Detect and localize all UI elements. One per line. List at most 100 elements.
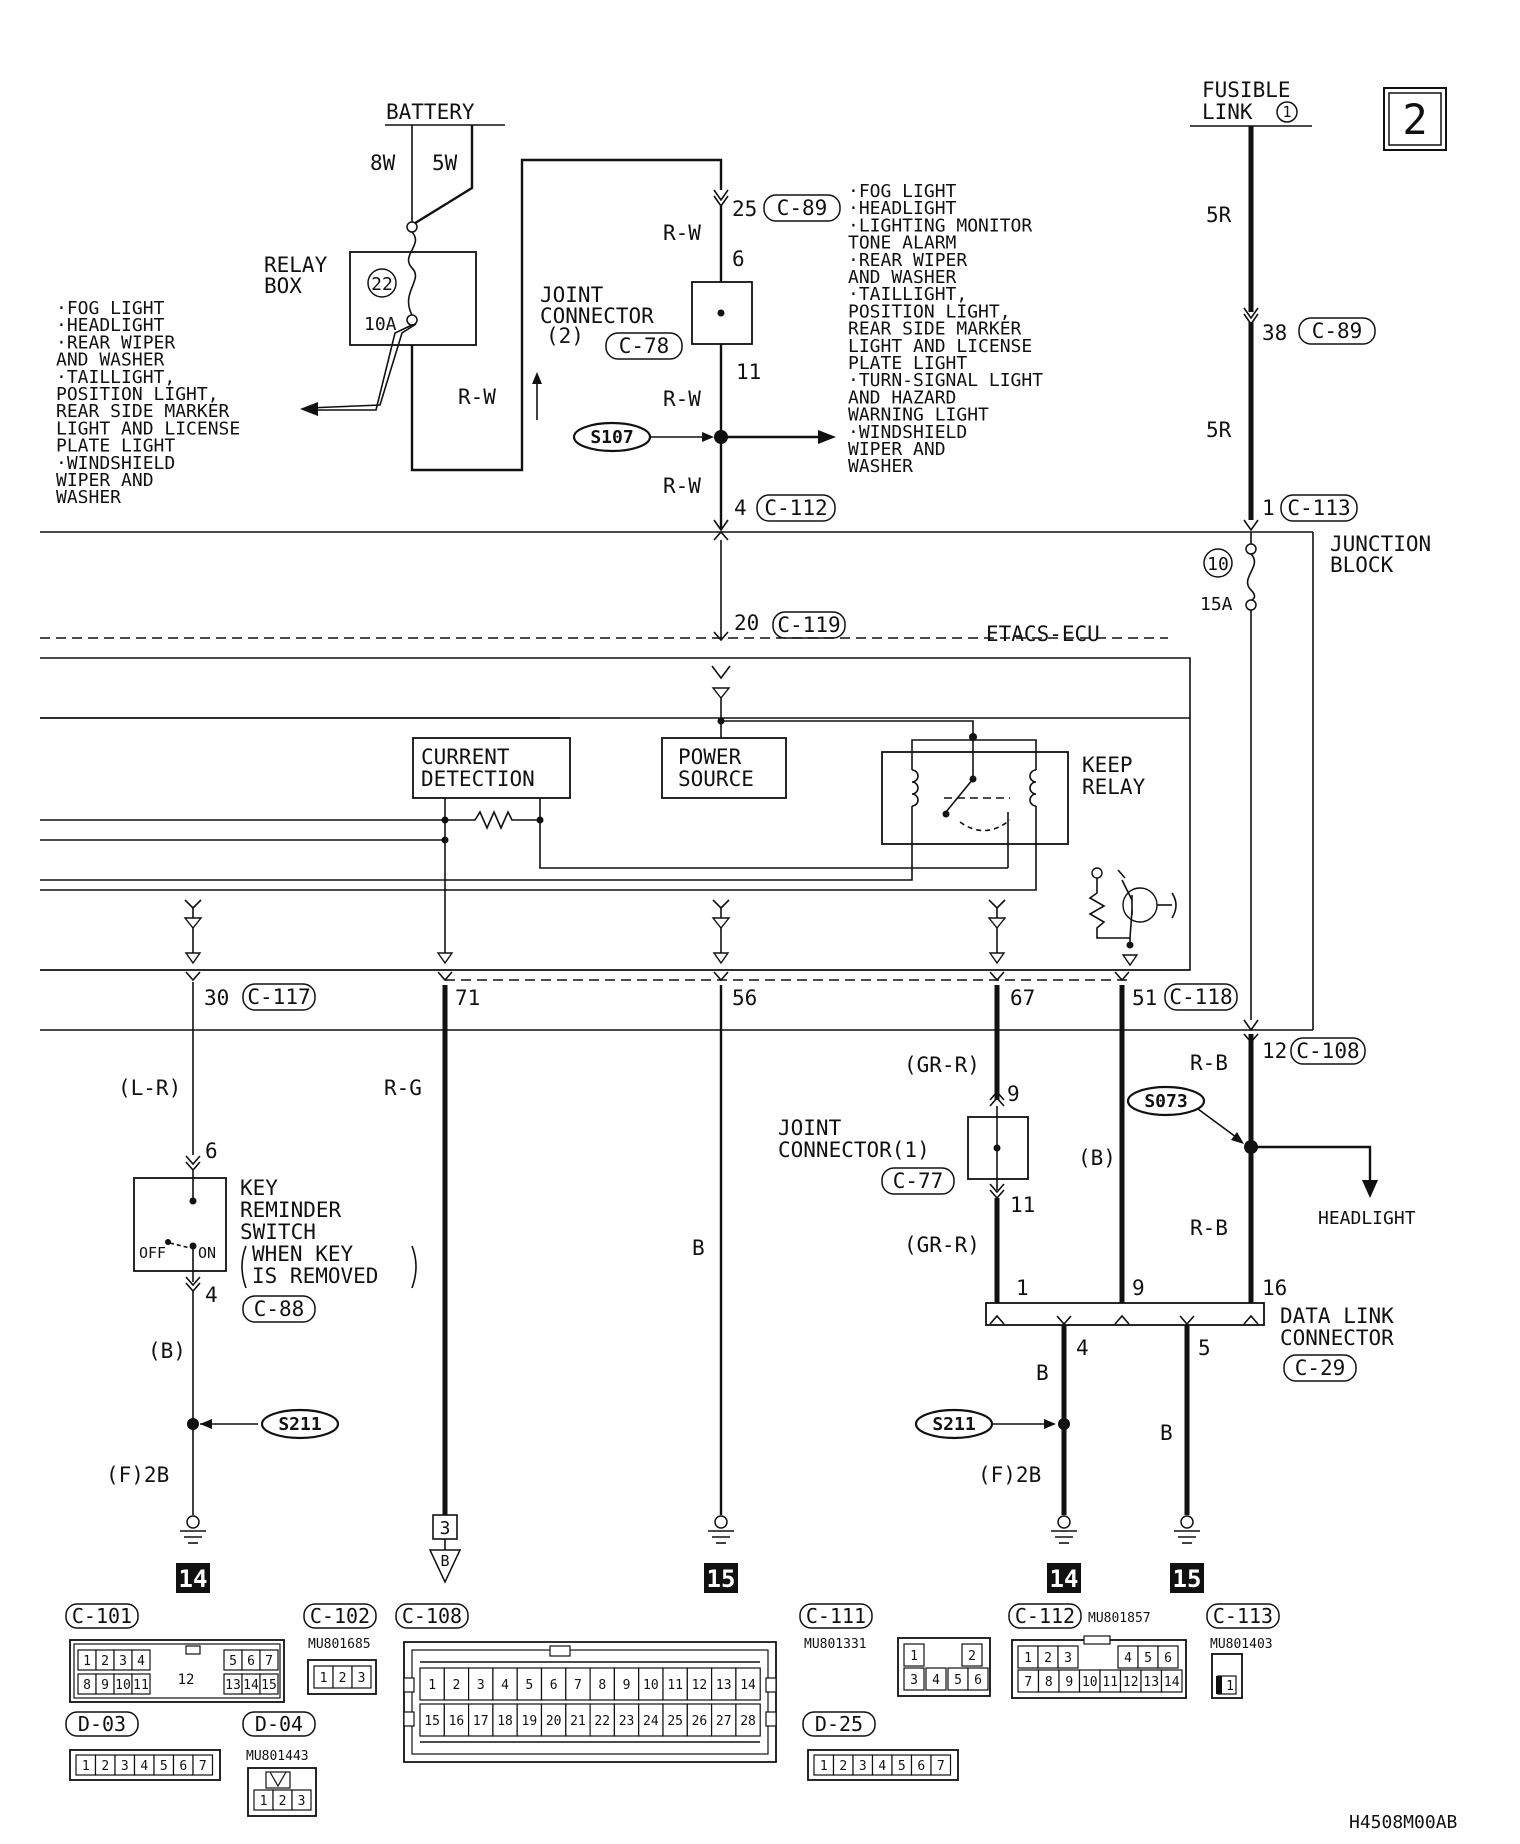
pin-number: 3 bbox=[477, 1678, 485, 1693]
pin-number: 5 bbox=[1144, 1651, 1152, 1666]
svg-text:S073: S073 bbox=[1144, 1091, 1187, 1112]
circuit-list-item: ·REAR WIPER bbox=[56, 332, 175, 353]
svg-text:C-119: C-119 bbox=[777, 613, 840, 637]
svg-text:DETECTION: DETECTION bbox=[421, 767, 535, 791]
svg-text:ON: ON bbox=[198, 1244, 216, 1262]
pin-number: 7 bbox=[199, 1759, 207, 1774]
pin-number: 4 bbox=[878, 1759, 886, 1774]
connector-label: C-102 bbox=[310, 1604, 370, 1628]
svg-text:5R: 5R bbox=[1206, 418, 1232, 442]
svg-text:CONNECTOR: CONNECTOR bbox=[1280, 1326, 1394, 1350]
battery: BATTERY 8W 5W bbox=[370, 100, 505, 227]
circuit-list-item: POSITION LIGHT, bbox=[848, 301, 1011, 322]
fusible-link: FUSIBLE LINK 1 5R 38 C-89 5R 1 C-113 bbox=[1190, 78, 1376, 532]
pin-number: 23 bbox=[619, 1714, 635, 1729]
pin-number: 13 bbox=[716, 1678, 732, 1693]
circuit-list-item: WASHER bbox=[848, 456, 913, 477]
pin-number: 12 bbox=[1123, 1675, 1139, 1690]
pin-number: 19 bbox=[522, 1714, 538, 1729]
svg-text:11: 11 bbox=[736, 360, 761, 384]
battery-feed-wire: R-W bbox=[410, 158, 723, 472]
connector-label: D-04 bbox=[255, 1712, 303, 1736]
relay-fuse-rating: 10A bbox=[364, 314, 397, 335]
right-circuit-list: ·FOG LIGHT·HEADLIGHT·LIGHTING MONITOR TO… bbox=[848, 181, 1043, 477]
svg-text:C-118: C-118 bbox=[1169, 985, 1232, 1009]
arrow-left-icon bbox=[300, 402, 318, 416]
wire-rw-3: R-W bbox=[663, 387, 701, 411]
circuit-list-item: ·WINDSHIELD bbox=[848, 422, 967, 443]
pin-number: 7 bbox=[265, 1654, 273, 1669]
junction-fuse-10: 10 15A bbox=[1200, 532, 1259, 1032]
svg-text:C-89: C-89 bbox=[1312, 319, 1363, 343]
pin-number: 22 bbox=[594, 1714, 610, 1729]
pin-number: 3 bbox=[910, 1673, 918, 1688]
connector-label: C-111 bbox=[806, 1604, 866, 1628]
pin-number: 6 bbox=[179, 1759, 187, 1774]
connector-c112-pin4: 4 C-112 bbox=[713, 494, 836, 532]
pin-number: 1 bbox=[910, 1649, 918, 1664]
connector-label: D-03 bbox=[78, 1712, 126, 1736]
svg-text:(GR-R): (GR-R) bbox=[904, 1053, 980, 1077]
pin-chevrons bbox=[185, 971, 1130, 982]
pin-number: 1 bbox=[83, 1654, 91, 1669]
svg-text:C-89: C-89 bbox=[777, 196, 828, 220]
circuit-list-item: ·REAR WIPER bbox=[848, 250, 967, 271]
part-number: MU801331 bbox=[804, 1637, 867, 1652]
svg-text:BLOCK: BLOCK bbox=[1330, 553, 1394, 577]
pin-number: 6 bbox=[974, 1673, 982, 1688]
pin-number: 24 bbox=[643, 1714, 659, 1729]
svg-text:25: 25 bbox=[732, 197, 757, 221]
pin-number: 5 bbox=[954, 1673, 962, 1688]
svg-text:38: 38 bbox=[1262, 321, 1287, 345]
pin-number: 8 bbox=[83, 1678, 91, 1693]
svg-text:30: 30 bbox=[204, 986, 229, 1010]
circuit-list-item: LIGHT AND LICENSE bbox=[848, 336, 1032, 357]
circuit-list-item: AND HAZARD bbox=[848, 387, 956, 408]
svg-text:S211: S211 bbox=[278, 1414, 321, 1435]
circuit-list-item: LIGHT AND LICENSE bbox=[56, 418, 240, 439]
svg-text:(F)2B: (F)2B bbox=[106, 1463, 169, 1487]
pin-number: 1 bbox=[820, 1759, 828, 1774]
page-number: 2 bbox=[1383, 87, 1447, 151]
wire-51-b: (B) bbox=[1078, 985, 1125, 1303]
pin-number: 4 bbox=[1124, 1651, 1132, 1666]
wire-rw-1: R-W bbox=[458, 385, 496, 409]
relay-box-label-1: RELAY bbox=[264, 253, 328, 277]
svg-text:(L-R): (L-R) bbox=[118, 1076, 181, 1100]
svg-text:IS REMOVED: IS REMOVED bbox=[252, 1264, 378, 1288]
pin-number: 9 bbox=[1065, 1675, 1073, 1690]
svg-text:KEY: KEY bbox=[240, 1176, 278, 1200]
pin-number: 4 bbox=[137, 1654, 145, 1669]
splice-s211-left: S211 bbox=[187, 1408, 340, 1440]
svg-text:C-113: C-113 bbox=[1287, 496, 1350, 520]
etacs-label: ETACS-ECU bbox=[986, 622, 1100, 646]
pin-number: 3 bbox=[121, 1759, 129, 1774]
svg-text:9: 9 bbox=[1007, 1082, 1020, 1106]
circuit-list-item: AND WASHER bbox=[56, 350, 165, 371]
svg-text:12: 12 bbox=[1262, 1039, 1287, 1063]
arrow-right-icon bbox=[818, 430, 836, 444]
pin-number: 18 bbox=[497, 1714, 513, 1729]
circuit-list-item: WIPER AND bbox=[848, 439, 946, 460]
pin-number: 11 bbox=[1102, 1675, 1118, 1690]
part-number: MU801857 bbox=[1088, 1611, 1151, 1626]
svg-text:67: 67 bbox=[1010, 986, 1035, 1010]
svg-text:JOINT: JOINT bbox=[778, 1116, 842, 1140]
pin-number: 12 bbox=[178, 1672, 195, 1688]
connector-label: C-113 bbox=[1213, 1604, 1273, 1628]
ground-number: 15 bbox=[1173, 1565, 1202, 1593]
svg-text:(2): (2) bbox=[546, 324, 584, 348]
svg-text:4: 4 bbox=[205, 1283, 218, 1307]
pin-number: 3 bbox=[1064, 1651, 1072, 1666]
svg-text:(F)2B: (F)2B bbox=[978, 1463, 1041, 1487]
circuit-list-item: ·WINDSHIELD bbox=[56, 453, 175, 474]
pin-number: 2 bbox=[968, 1649, 976, 1664]
svg-text:1: 1 bbox=[1282, 103, 1291, 121]
wire-rw-2: R-W bbox=[663, 221, 701, 245]
connector-row-lower: 30 C-117 71 56 67 51 C-118 12 C-108 bbox=[40, 969, 1366, 1065]
pin-number: 4 bbox=[140, 1759, 148, 1774]
pin-number: 16 bbox=[449, 1714, 465, 1729]
circuit-list-item: WASHER bbox=[56, 487, 121, 508]
pin-number: 6 bbox=[917, 1759, 925, 1774]
svg-text:51: 51 bbox=[1132, 986, 1157, 1010]
